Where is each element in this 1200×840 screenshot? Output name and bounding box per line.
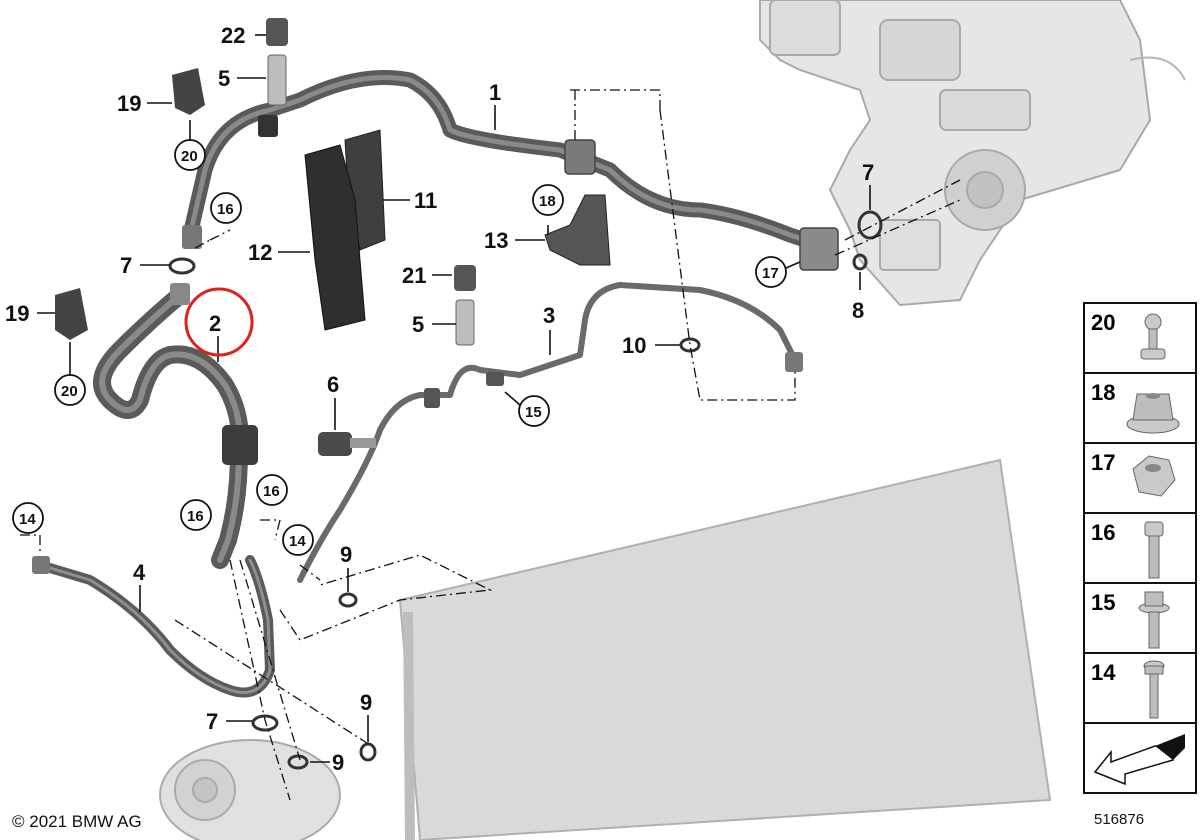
callout-16-right: 16 xyxy=(263,483,280,500)
holder-13 xyxy=(544,194,611,266)
callout-10: 10 xyxy=(622,333,646,358)
callout-15: 15 xyxy=(525,404,542,421)
circled-callout-labels: 14 14 15 16 16 16 17 18 20 20 xyxy=(19,148,779,550)
valve-5-top xyxy=(267,54,287,106)
callout-20-top: 20 xyxy=(181,148,198,165)
legend-number: 14 xyxy=(1091,660,1116,685)
diagram-id: 516876 xyxy=(1094,811,1145,828)
circled-callouts xyxy=(12,139,787,556)
grommet-19-left xyxy=(55,288,88,340)
bracket-12 xyxy=(304,144,366,331)
callout-4: 4 xyxy=(133,560,146,585)
direction-arrow-icon xyxy=(1093,734,1185,786)
callout-9-bottom-right: 9 xyxy=(360,690,372,715)
assembly-lines xyxy=(20,89,961,801)
callout-21: 21 xyxy=(402,263,426,288)
callout-16-left: 16 xyxy=(187,508,204,525)
callout-5-top: 5 xyxy=(218,66,230,91)
callout-7-bottom: 7 xyxy=(206,709,218,734)
legend-item-direction xyxy=(1085,724,1197,794)
copyright-text: © 2021 BMW AG xyxy=(12,812,142,831)
legend-item-20: 20 xyxy=(1085,304,1197,374)
torx-screw-icon xyxy=(1143,660,1165,719)
condenser-unit xyxy=(398,458,1052,840)
callout-7-right: 7 xyxy=(862,160,874,185)
flange-nut-icon xyxy=(1126,393,1180,434)
callout-19-top: 19 xyxy=(117,91,141,116)
hex-flange-bolt-icon xyxy=(1138,591,1170,649)
leader-lines xyxy=(37,34,871,763)
grommet-19-top xyxy=(172,68,205,115)
callout-9-bottom: 9 xyxy=(332,750,344,775)
legend-item-15: 15 xyxy=(1085,584,1197,654)
heater-housing-assembly xyxy=(759,0,1186,307)
cap-21 xyxy=(454,265,476,291)
callout-22: 22 xyxy=(221,23,245,48)
callout-17: 17 xyxy=(762,265,779,282)
callout-3: 3 xyxy=(543,303,555,328)
highlight-circle xyxy=(184,287,254,357)
legend-item-18: 18 xyxy=(1085,374,1197,444)
callout-14-left: 14 xyxy=(19,511,36,528)
ac-compressor xyxy=(159,739,341,840)
valve-5-mid xyxy=(455,299,475,346)
legend-item-17: 17 xyxy=(1085,444,1197,514)
callout-5-mid: 5 xyxy=(412,312,424,337)
callout-11: 11 xyxy=(414,188,437,213)
legend-item-14: 14 xyxy=(1085,654,1197,724)
cap-22 xyxy=(266,18,288,46)
callout-2: 2 xyxy=(209,311,221,336)
callout-18: 18 xyxy=(539,193,556,210)
fastener-legend: 20 18 17 16 15 xyxy=(1083,302,1197,794)
callout-16-top: 16 xyxy=(217,201,234,218)
callout-19-left: 19 xyxy=(5,301,29,326)
hex-nut-icon xyxy=(1132,455,1176,497)
callout-9-mid: 9 xyxy=(340,542,352,567)
refrigerant-line-2 xyxy=(93,283,258,569)
legend-number: 18 xyxy=(1091,380,1116,405)
callout-1: 1 xyxy=(489,80,501,105)
hex-socket-bolt-icon xyxy=(1144,521,1164,579)
callout-14-mid: 14 xyxy=(289,533,306,550)
callout-8: 8 xyxy=(852,298,864,323)
pressure-sensor-6 xyxy=(318,432,376,456)
refrigerant-line-4 xyxy=(32,555,275,698)
legend-number: 15 xyxy=(1091,590,1116,615)
callout-6: 6 xyxy=(327,372,339,397)
legend-number: 16 xyxy=(1091,520,1116,545)
refrigerant-line-3 xyxy=(297,282,803,583)
callout-12: 12 xyxy=(248,240,272,265)
ball-stud-icon xyxy=(1140,313,1166,360)
legend-number: 17 xyxy=(1091,450,1116,475)
callout-7-left: 7 xyxy=(120,253,132,278)
callout-20-left: 20 xyxy=(61,383,78,400)
legend-item-16: 16 xyxy=(1085,514,1197,584)
refrigerant-line-1 xyxy=(182,70,839,271)
callout-labels: 1 2 3 4 5 5 6 7 7 7 8 9 9 9 10 11 12 13 … xyxy=(5,23,874,775)
legend-number: 20 xyxy=(1091,310,1116,335)
callout-13: 13 xyxy=(484,228,508,253)
